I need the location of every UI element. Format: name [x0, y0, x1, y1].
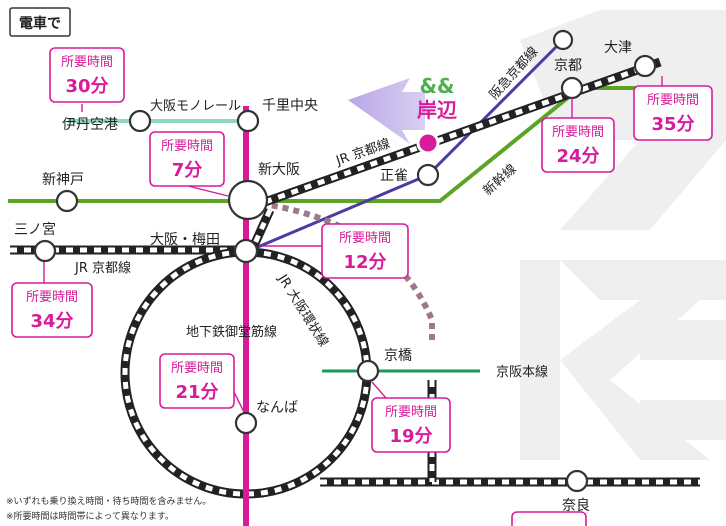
station-namba[interactable] — [234, 411, 258, 435]
time-label: 所要時間 — [61, 55, 113, 70]
station-label-shinkobe: 新神戸 — [42, 172, 84, 188]
line-label-shinkansen: 新幹線 — [480, 161, 520, 199]
time-box-itami: 所要時間 30分 — [49, 47, 125, 112]
jr-kyoto-line-east — [263, 57, 662, 207]
time-label: 所要時間 — [171, 361, 223, 376]
time-value-itami: 30分 — [65, 76, 108, 97]
station-label-shojaku: 正雀 — [380, 168, 408, 184]
station-shinosaka[interactable] — [227, 179, 269, 221]
time-label: 所要時間 — [339, 231, 391, 246]
station-kishibe[interactable] — [416, 131, 440, 155]
station-itami[interactable] — [128, 109, 152, 133]
time-box-umeda: 所要時間 12分 — [262, 223, 409, 279]
time-box-namba: 所要時間 21分 — [159, 353, 245, 413]
station-shinkobe[interactable] — [55, 189, 79, 213]
time-value-umeda: 12分 — [343, 252, 386, 273]
line-label-jr-kyoto-west: JR 京都線 — [74, 260, 131, 276]
station-otsu[interactable] — [633, 54, 657, 78]
station-label-umeda: 大阪・梅田 — [150, 232, 220, 248]
destination-logo: && — [420, 74, 455, 98]
header-box — [9, 7, 71, 37]
line-label-midosuji: 地下鉄御堂筋線 — [186, 324, 277, 340]
time-value-otsu: 35分 — [651, 114, 694, 135]
time-label: 所要時間 — [161, 139, 213, 154]
station-nara[interactable] — [565, 469, 589, 493]
station-label-shinosaka: 新大阪 — [258, 162, 300, 178]
time-box-otsu: 所要時間 35分 — [633, 76, 713, 141]
station-hankyu-kyoto[interactable] — [552, 29, 574, 51]
time-value-shinosaka: 7分 — [172, 160, 203, 181]
time-value-kyoto: 24分 — [556, 146, 599, 167]
time-box-shinosaka: 所要時間 7分 — [149, 131, 229, 197]
time-box-sannomiya: 所要時間 34分 — [11, 262, 93, 338]
shinkansen-line — [8, 86, 668, 203]
osaka-higashi-link — [249, 199, 435, 345]
station-shojaku[interactable] — [416, 163, 440, 187]
note-line-2: ※所要時間は時間帯によって異なります。 — [6, 510, 174, 522]
note-line-1: ※いずれも乗り換え時間・待ち時間を含みません。 — [6, 495, 211, 507]
station-label-sannomiya: 三ノ宮 — [14, 222, 56, 238]
station-kyoto[interactable] — [560, 76, 584, 100]
station-label-nara: 奈良 — [562, 498, 590, 514]
time-label: 所要時間 — [552, 125, 604, 140]
station-label-kyobashi: 京橋 — [384, 348, 412, 364]
time-box-nara-partial — [511, 511, 587, 526]
line-label-hankyu: 阪急京都線 — [486, 44, 541, 103]
station-sannomiya[interactable] — [33, 239, 57, 263]
destination-arrow — [348, 78, 425, 144]
header-title: 電車で — [19, 15, 61, 32]
time-label: 所要時間 — [647, 93, 699, 108]
time-value-namba: 21分 — [175, 382, 218, 403]
time-box-kyoto: 所要時間 24分 — [541, 98, 615, 173]
time-label: 所要時間 — [385, 405, 437, 420]
time-box-kyobashi: 所要時間 19分 — [371, 381, 451, 453]
time-label: 所要時間 — [26, 290, 78, 305]
destination-name: 岸辺 — [417, 98, 457, 122]
station-label-kyoto: 京都 — [554, 58, 582, 74]
line-label-monorail: 大阪モノレール — [150, 99, 241, 114]
time-value-sannomiya: 34分 — [30, 311, 73, 332]
line-label-keihan: 京阪本線 — [496, 364, 548, 380]
station-label-itami: 伊丹空港 — [62, 117, 118, 133]
time-value-kyobashi: 19分 — [389, 426, 432, 447]
station-kyobashi[interactable] — [356, 359, 380, 383]
station-label-otsu: 大津 — [604, 40, 632, 56]
background-watermark — [520, 10, 726, 460]
station-label-senri: 千里中央 — [262, 98, 318, 114]
stations — [33, 29, 657, 493]
station-label-namba: なんば — [256, 400, 298, 416]
station-umeda[interactable] — [233, 238, 259, 264]
station-senri[interactable] — [236, 109, 260, 133]
